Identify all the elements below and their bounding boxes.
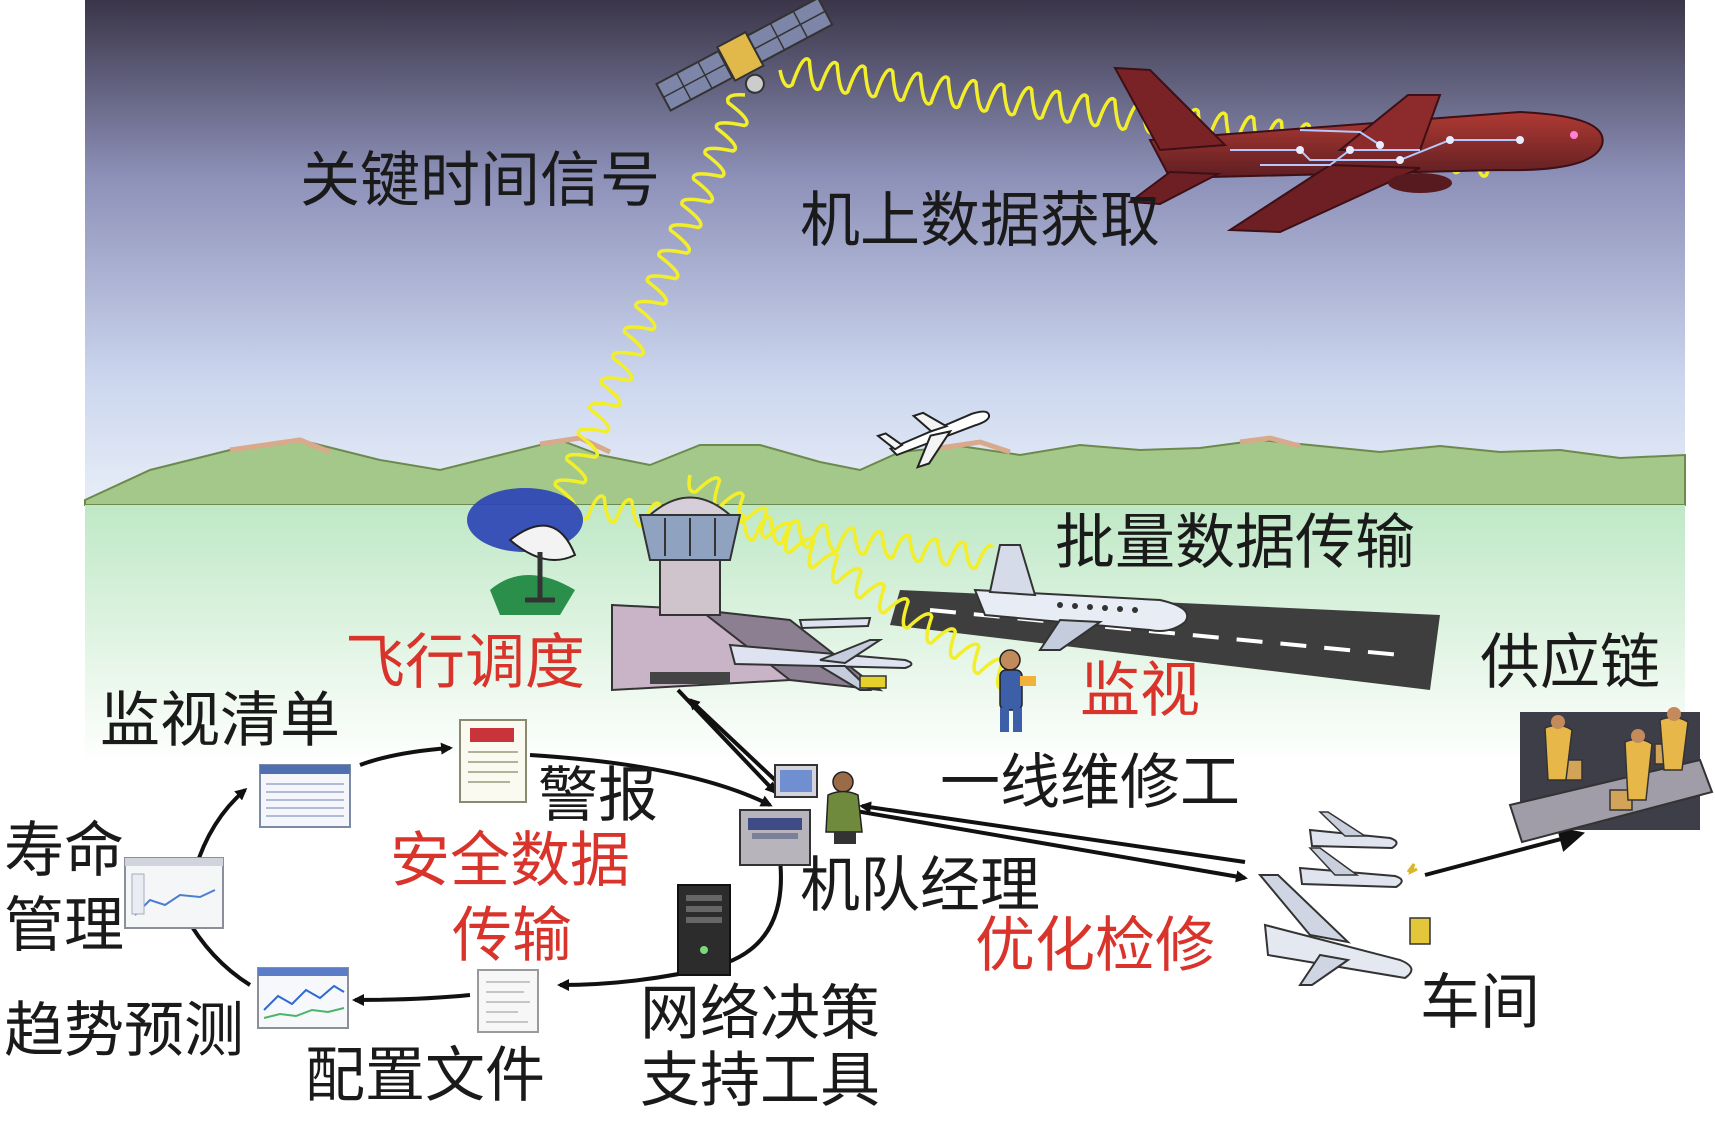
label-flight-dispatch: 飞行调度 — [345, 628, 585, 698]
label-onboard-data-acquisition: 机上数据获取 — [800, 186, 1160, 256]
sky — [85, 0, 1685, 505]
tower-manager-arrows — [676, 688, 1586, 883]
hangar-planes-icon — [1257, 811, 1431, 986]
ground-antenna-icon — [467, 488, 583, 615]
label-network-decision-support-line1: 网络决策 — [640, 979, 880, 1049]
technician-icon — [999, 649, 1036, 732]
airliner-icon — [1113, 66, 1604, 234]
config-file-screen — [477, 969, 539, 1033]
runway-plane-icon — [973, 544, 1189, 651]
alarm-screen — [459, 719, 527, 803]
label-monitoring: 监视 — [1080, 656, 1200, 726]
mountain-highlights — [229, 435, 1301, 455]
life-management-screen — [124, 857, 224, 929]
label-batch-data-transfer: 批量数据传输 — [1055, 508, 1415, 578]
label-safety-data-transfer-line1: 安全数据 — [390, 826, 630, 896]
trend-prediction-screen — [257, 967, 349, 1029]
label-key-time-signal: 关键时间信号 — [300, 146, 660, 216]
label-fleet-manager: 机队经理 — [800, 851, 1040, 921]
label-life-management-line1: 寿命 — [4, 816, 124, 886]
workstation-icon — [739, 764, 863, 866]
small-plane-icon — [875, 410, 991, 469]
label-safety-data-transfer-line2: 传输 — [452, 901, 572, 971]
label-frontline-mechanic: 一线维修工 — [940, 748, 1240, 818]
label-trend-prediction: 趋势预测 — [4, 996, 244, 1066]
label-life-management-line2: 管理 — [4, 891, 124, 961]
gate-plane-icon — [728, 616, 913, 691]
label-monitoring-list: 监视清单 — [100, 686, 340, 756]
label-alarm: 警报 — [538, 761, 658, 831]
satellite-icon — [655, 0, 834, 112]
label-workshop: 车间 — [1420, 968, 1540, 1038]
label-config-file: 配置文件 — [305, 1041, 545, 1111]
label-supply-chain: 供应链 — [1480, 628, 1660, 698]
label-network-decision-support-line2: 支持工具 — [640, 1046, 880, 1116]
monitoring-list-screen — [259, 764, 351, 828]
server-icon — [677, 884, 731, 976]
supply-chain-workers-icon — [1508, 707, 1714, 844]
label-optimized-maintenance: 优化检修 — [975, 911, 1215, 981]
